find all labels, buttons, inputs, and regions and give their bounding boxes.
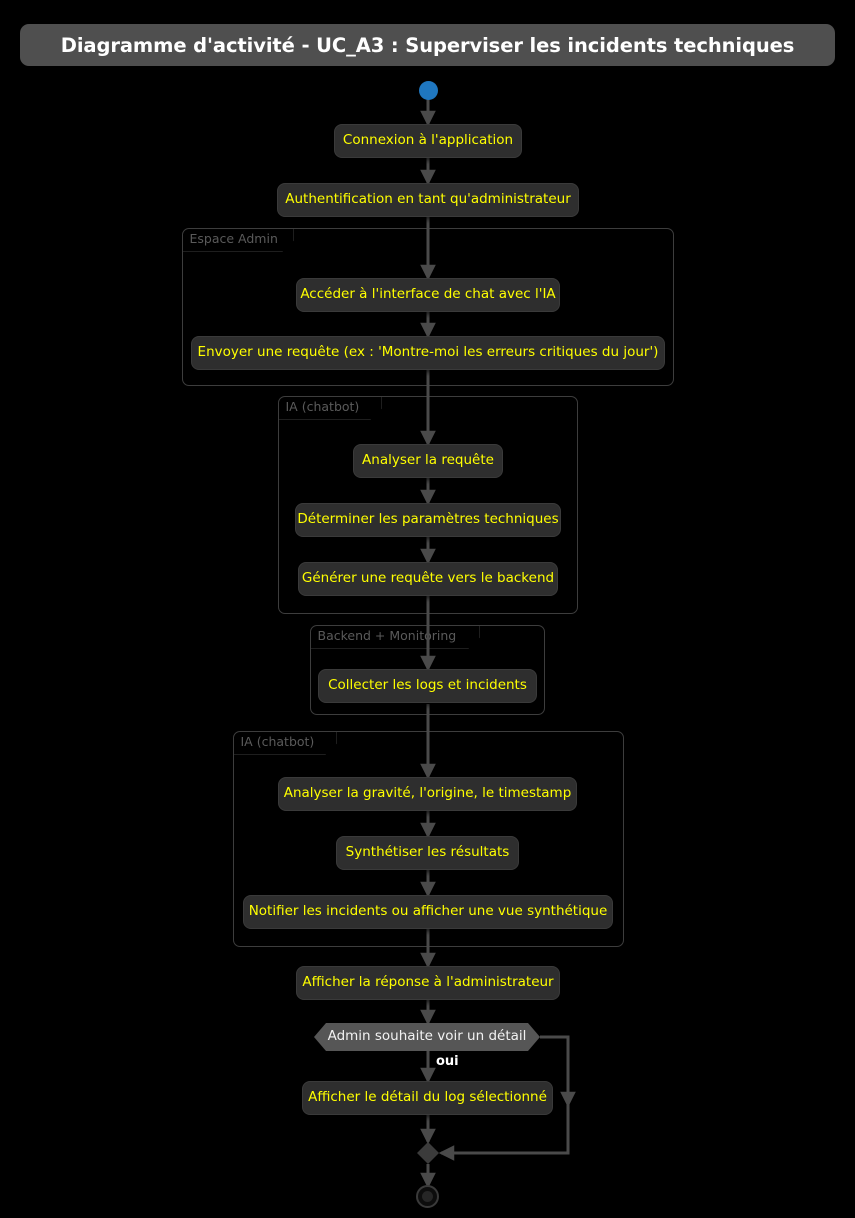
activity-notifier-incidents[interactable]: Notifier les incidents ou afficher une v… — [243, 895, 613, 929]
activity-label: Afficher la réponse à l'administrateur — [302, 974, 554, 991]
decision-admin-souhaite-detail[interactable]: Admin souhaite voir un détail — [314, 1023, 540, 1051]
activity-authentification-administrateur[interactable]: Authentification en tant qu'administrate… — [277, 183, 579, 217]
activity-label: Envoyer une requête (ex : 'Montre-moi le… — [197, 344, 659, 361]
activity-connexion-application[interactable]: Connexion à l'application — [334, 124, 522, 158]
activity-envoyer-requete[interactable]: Envoyer une requête (ex : 'Montre-moi le… — [191, 336, 665, 370]
activity-analyser-gravite[interactable]: Analyser la gravité, l'origine, le times… — [278, 777, 577, 811]
activity-label: Accéder à l'interface de chat avec l'IA — [300, 286, 556, 303]
activity-label: Générer une requête vers le backend — [301, 570, 555, 587]
start-node — [419, 81, 438, 100]
page-title: Diagramme d'activité - UC_A3 : Supervise… — [60, 33, 795, 57]
activity-afficher-detail-log[interactable]: Afficher le détail du log sélectionné — [302, 1081, 553, 1115]
partition-tab-ia-chatbot-2: IA (chatbot) — [233, 731, 337, 755]
activity-label: Authentification en tant qu'administrate… — [285, 191, 571, 208]
activity-analyser-requete[interactable]: Analyser la requête — [353, 444, 503, 478]
guard-label-oui: oui — [436, 1054, 459, 1069]
end-node — [416, 1185, 439, 1208]
activity-label: Connexion à l'application — [342, 132, 514, 149]
partition-tab-espace-admin: Espace Admin — [182, 228, 294, 252]
activity-afficher-reponse-administrateur[interactable]: Afficher la réponse à l'administrateur — [296, 966, 560, 1000]
partition-label-ia-chatbot-2: IA (chatbot) — [240, 733, 315, 749]
partition-label-espace-admin: Espace Admin — [189, 230, 278, 246]
merge-node — [417, 1142, 439, 1164]
activity-label: Analyser la requête — [362, 452, 494, 469]
activity-label: Analyser la gravité, l'origine, le times… — [283, 785, 572, 802]
activity-label: Collecter les logs et incidents — [328, 677, 527, 694]
activity-determiner-parametres[interactable]: Déterminer les paramètres techniques — [295, 503, 561, 537]
activity-synthetiser-resultats[interactable]: Synthétiser les résultats — [336, 836, 519, 870]
partition-tab-ia-chatbot-1: IA (chatbot) — [278, 396, 382, 420]
activity-generer-requete-backend[interactable]: Générer une requête vers le backend — [298, 562, 558, 596]
partition-label-ia-chatbot-1: IA (chatbot) — [285, 398, 360, 414]
decision-label: Admin souhaite voir un détail — [327, 1028, 527, 1045]
activity-label: Synthétiser les résultats — [345, 844, 510, 861]
activity-acceder-interface-chat[interactable]: Accéder à l'interface de chat avec l'IA — [296, 278, 560, 312]
partition-label-backend-monitoring: Backend + Monitoring — [317, 627, 457, 643]
activity-label: Notifier les incidents ou afficher une v… — [248, 903, 608, 920]
activity-label: Afficher le détail du log sélectionné — [308, 1089, 547, 1106]
activity-label: Déterminer les paramètres techniques — [297, 511, 559, 528]
partition-tab-backend-monitoring: Backend + Monitoring — [310, 625, 480, 649]
activity-collecter-logs-incidents[interactable]: Collecter les logs et incidents — [318, 669, 537, 703]
diagram-title-bar: Diagramme d'activité - UC_A3 : Supervise… — [20, 24, 835, 66]
